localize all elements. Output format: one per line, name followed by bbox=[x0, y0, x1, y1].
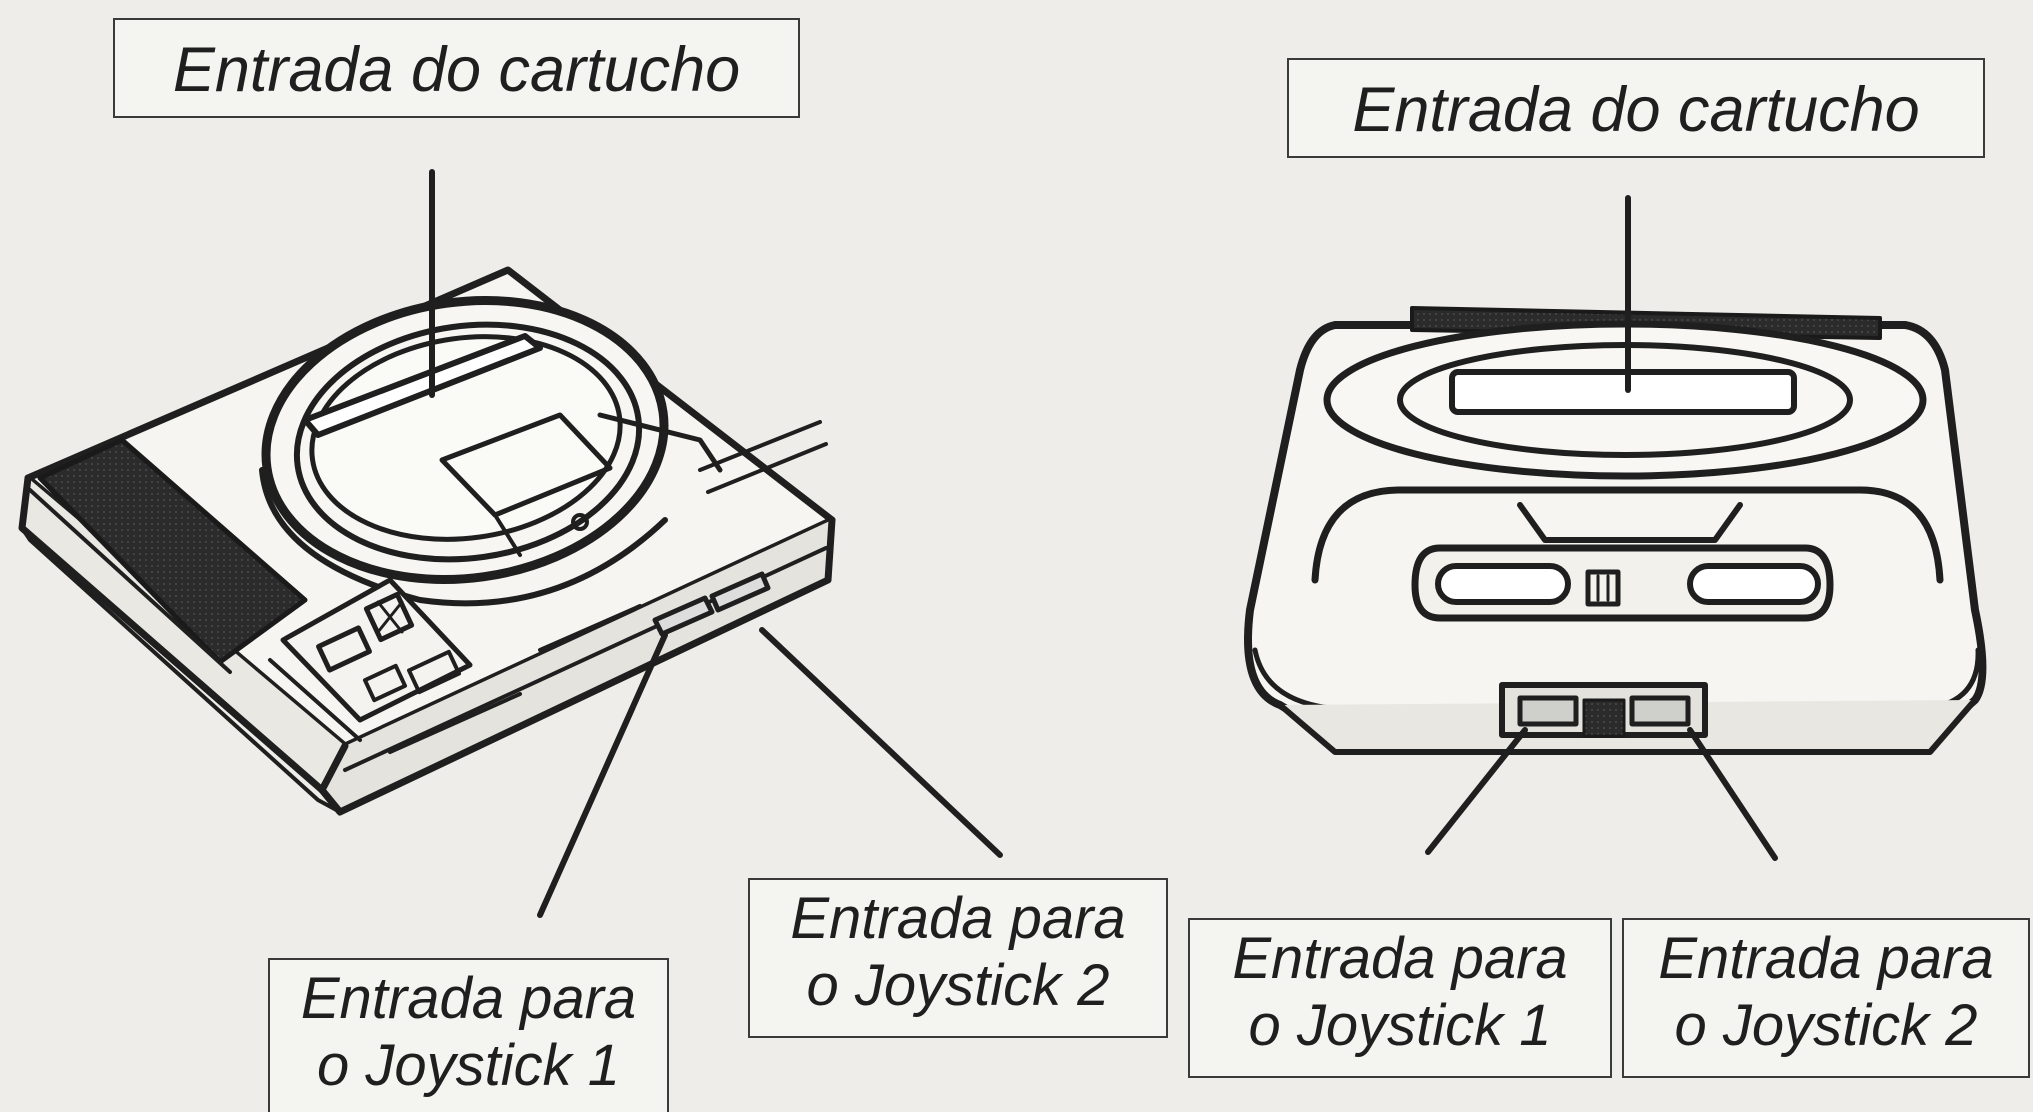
label-joystick1-left: Entrada para o Joystick 1 bbox=[268, 958, 669, 1112]
console-2-reset-button bbox=[1435, 563, 1571, 605]
label-joystick1-right: Entrada para o Joystick 1 bbox=[1188, 918, 1612, 1078]
label-line-1: Entrada para bbox=[300, 966, 637, 1031]
label-line-2: o Joystick 2 bbox=[1674, 992, 1978, 1058]
label-cartridge-slot-right: Entrada do cartucho bbox=[1287, 58, 1985, 158]
console-1-volume bbox=[362, 663, 408, 703]
leader-lines-right bbox=[1425, 195, 1778, 861]
leader-right-joystick1 bbox=[1425, 727, 1528, 855]
label-line-1: Entrada para bbox=[790, 886, 1126, 951]
console-2-cartridge-slot bbox=[1449, 369, 1797, 415]
leader-lines-left bbox=[429, 169, 1003, 918]
leader-left-joystick2 bbox=[759, 627, 1003, 858]
console-1-joystick-port-1 bbox=[652, 595, 715, 637]
leader-right-joystick2 bbox=[1687, 727, 1778, 861]
console-1-cartridge-slot bbox=[302, 333, 543, 438]
label-line-1: Entrada para bbox=[1658, 926, 1994, 991]
console-1-middle-ring bbox=[293, 321, 643, 563]
console-2-joystick-port-2 bbox=[1629, 695, 1691, 727]
label-cartridge-slot-left: Entrada do cartucho bbox=[113, 18, 800, 118]
console-1-power-switch bbox=[363, 591, 415, 643]
console-2-power-button bbox=[1687, 563, 1821, 605]
label-line-2: o Joystick 1 bbox=[1248, 992, 1552, 1058]
console-model-2 bbox=[1244, 306, 1987, 755]
label-line-2: o Joystick 2 bbox=[806, 952, 1110, 1018]
console-2-joystick-port-1 bbox=[1517, 695, 1579, 727]
console-1-flap bbox=[439, 412, 613, 518]
leader-left-joystick1 bbox=[537, 632, 668, 918]
label-line-1: Entrada para bbox=[1232, 926, 1568, 991]
console-1-dark-panel bbox=[37, 437, 308, 665]
label-line-2: o Joystick 1 bbox=[317, 1032, 620, 1098]
label-joystick2-left: Entrada para o Joystick 2 bbox=[748, 878, 1168, 1038]
console-1-joystick-port-2 bbox=[709, 571, 771, 613]
label-joystick2-right: Entrada para o Joystick 2 bbox=[1622, 918, 2030, 1078]
label-cartridge-text: Entrada do cartucho bbox=[1352, 75, 1920, 145]
console-1-reset-button bbox=[316, 625, 372, 673]
console-1-button-panel bbox=[280, 577, 473, 723]
console-model-1 bbox=[18, 266, 836, 816]
label-cartridge-text: Entrada do cartucho bbox=[172, 35, 741, 105]
console-2-led bbox=[1585, 569, 1621, 607]
